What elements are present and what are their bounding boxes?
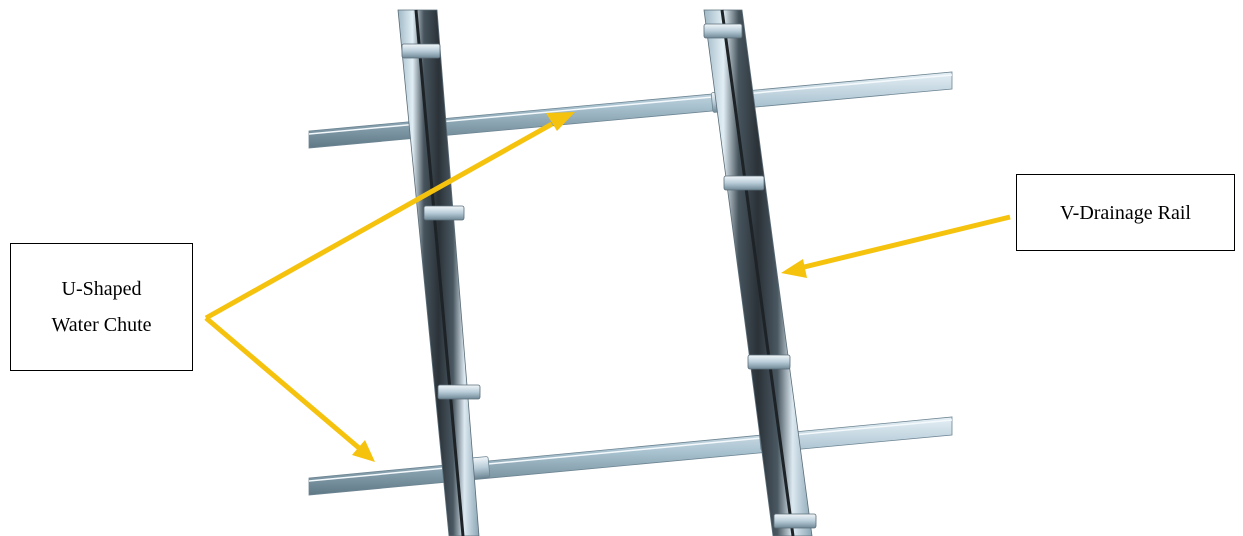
arrow-to-bottom-pipe (206, 318, 375, 462)
arrow-to-drainage-rail (781, 217, 1010, 278)
u-shaped-chute-label: U-Shaped Water Chute (10, 243, 193, 371)
drainage-rail-left (398, 10, 479, 536)
callout-arrows (206, 112, 1010, 462)
arrow-to-top-pipe (206, 112, 575, 318)
u-shaped-chute-label-line2: Water Chute (51, 307, 151, 343)
horizontal-pipe-bottom (309, 417, 952, 495)
v-drainage-rail-label-text: V-Drainage Rail (1060, 195, 1191, 231)
u-shaped-chute-label-line1: U-Shaped (62, 271, 142, 307)
v-drainage-rail-label: V-Drainage Rail (1016, 174, 1235, 251)
